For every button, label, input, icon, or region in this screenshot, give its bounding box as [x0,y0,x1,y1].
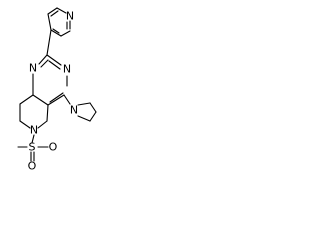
chemical-structure: N N N N N S O O [17,7,97,173]
atom-label-s: S [29,141,36,154]
bond [47,13,52,31]
atom-label-o-left: O [49,141,58,154]
bond [47,94,65,106]
atom-label-n-pyrimidine-bottom: N [63,63,71,76]
bond [48,60,61,70]
bond [63,94,71,105]
bond [49,92,64,103]
atom-label-n-pyrimidine-top: N [29,62,37,75]
bond [60,30,71,37]
bond [32,94,49,106]
bond [77,115,91,122]
bond [77,102,91,106]
atom-label-n-pyridine: N [66,10,74,23]
bond [46,29,52,56]
bond [19,94,34,105]
bond [37,120,48,129]
bond [89,102,97,113]
bond [46,104,49,122]
bond [31,134,35,144]
atom-label-n-piperidine: N [30,124,38,137]
bond [89,111,97,122]
bond [52,28,60,34]
bond [50,29,62,37]
atom-labels: N N N N N S O O [28,10,78,173]
atom-label-n-pyrrolidine: N [70,104,78,117]
bond [56,7,67,14]
bond [40,59,49,68]
bond [38,54,48,65]
bond [47,7,58,15]
bonds [17,7,97,162]
bond [46,54,62,66]
bond [19,120,31,129]
bond [50,10,59,17]
atom-label-o-bottom: O [28,160,37,173]
